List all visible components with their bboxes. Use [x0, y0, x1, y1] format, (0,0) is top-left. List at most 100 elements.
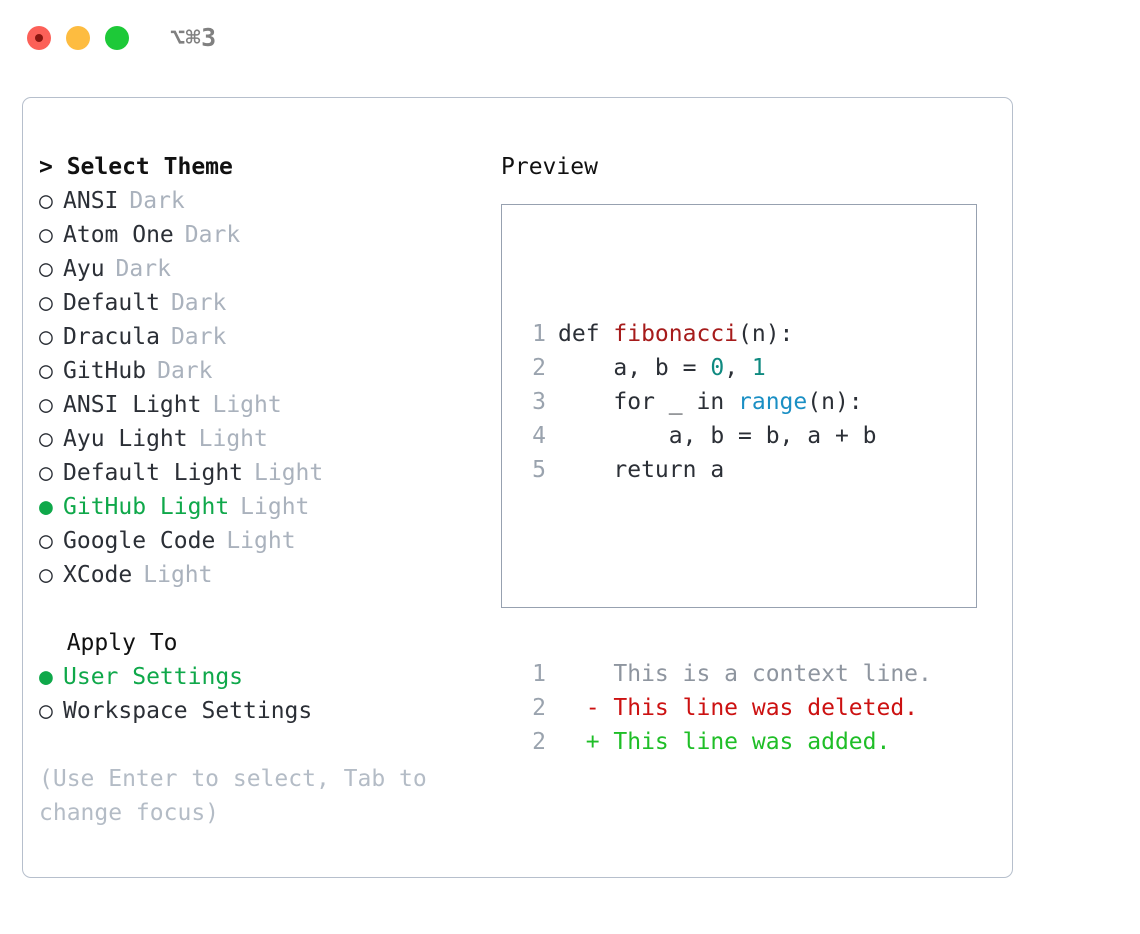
theme-option-xcode[interactable]: ○ XCode Light [39, 558, 479, 592]
code-line-text: a, b = 0, 1 [546, 351, 766, 385]
apply-to-header: Apply To [39, 630, 178, 656]
theme-option-label: ANSI [63, 188, 119, 214]
theme-variant-tag: Dark [170, 324, 227, 350]
radio-selected-icon: ● [39, 494, 53, 520]
radio-unselected-icon: ○ [39, 460, 53, 486]
theme-option-label: Dracula [63, 324, 160, 350]
line-number: 2 [532, 729, 546, 755]
apply-to-option-label: Workspace Settings [63, 698, 313, 724]
theme-option-label: XCode [63, 562, 133, 588]
theme-option-default-light[interactable]: ○ Default Light Light [39, 456, 479, 490]
radio-unselected-icon: ○ [39, 324, 53, 350]
select-theme-header: > Select Theme [39, 154, 233, 180]
theme-option-ayu[interactable]: ○ Ayu Dark [39, 252, 479, 286]
title-bar: ⌥⌘3 [0, 0, 1140, 76]
code-token-fn: fibonacci [613, 321, 739, 347]
code-line-text: for _ in range(n): [546, 385, 863, 419]
code-token-kw: def [558, 321, 614, 347]
code-token-plain: (n): [738, 321, 794, 347]
theme-variant-tag: Light [254, 460, 324, 486]
theme-variant-tag: Dark [157, 358, 213, 384]
theme-option-dracula[interactable]: ○ Dracula Dark [39, 320, 479, 354]
apply-to-option-user-settings[interactable]: ●User Settings [39, 660, 479, 694]
line-number: 5 [532, 457, 546, 483]
theme-variant-tag: Light [212, 392, 282, 418]
radio-unselected-icon: ○ [39, 528, 53, 554]
zoom-window-button[interactable] [105, 26, 129, 50]
line-number: 2 [532, 695, 546, 721]
line-number: 1 [532, 321, 546, 347]
theme-variant-tag: Light [226, 528, 296, 554]
radio-unselected-icon: ○ [39, 222, 53, 248]
diff-line-del: 2 - This line was deleted. [520, 691, 932, 725]
theme-variant-tag: Dark [184, 222, 241, 248]
theme-option-ansi[interactable]: ○ ANSI Dark [39, 184, 479, 218]
code-diff-spacer [520, 555, 932, 589]
diff-sample: 1 This is a context line.2 - This line w… [520, 657, 932, 759]
theme-variant-tag: Dark [129, 188, 185, 214]
theme-variant-tag: Dark [115, 256, 171, 282]
radio-unselected-icon: ○ [39, 188, 53, 214]
theme-option-github[interactable]: ○ GitHub Dark [39, 354, 479, 388]
diff-line-text: This is a context line. [558, 661, 932, 687]
theme-option-label: Atom One [63, 222, 174, 248]
code-line: 2 a, b = 0, 1 [520, 351, 932, 385]
code-token-num: 1 [751, 355, 766, 381]
line-number: 4 [532, 423, 546, 449]
list-spacer [39, 592, 479, 626]
code-token-call: range [738, 389, 808, 415]
code-line: 3 for _ in range(n): [520, 385, 932, 419]
radio-unselected-icon: ○ [39, 426, 53, 452]
theme-option-label: Default Light [63, 460, 244, 486]
diff-line-text: + This line was added. [558, 729, 891, 755]
code-token-plain: (n): [807, 389, 863, 415]
radio-unselected-icon: ○ [39, 358, 53, 384]
code-line-text: a, b = b, a + b [546, 419, 877, 453]
line-number: 2 [532, 355, 546, 381]
code-token-plain: , [724, 355, 752, 381]
theme-variant-tag: Dark [170, 290, 227, 316]
code-line: 5 return a [520, 453, 932, 487]
code-line: 4 a, b = b, a + b [520, 419, 932, 453]
theme-option-label: GitHub [63, 358, 147, 384]
theme-option-label: Ayu [63, 256, 105, 282]
apply-to-option-list[interactable]: ●User Settings ○ Workspace Settings [39, 660, 479, 728]
theme-variant-tag: Light [240, 494, 310, 520]
code-token-num: 0 [710, 355, 725, 381]
diff-line-ctx: 1 This is a context line. [520, 657, 932, 691]
radio-unselected-icon: ○ [39, 290, 53, 316]
line-number: 1 [532, 661, 546, 687]
preview-header: Preview [501, 154, 598, 180]
theme-option-default[interactable]: ○ Default Dark [39, 286, 479, 320]
diff-line-add: 2 + This line was added. [520, 725, 932, 759]
close-window-button[interactable] [27, 26, 51, 50]
diff-line-text: - This line was deleted. [558, 695, 919, 721]
radio-unselected-icon: ○ [39, 392, 53, 418]
theme-option-label: Ayu Light [63, 426, 188, 452]
code-token-kw: return a [558, 457, 725, 483]
traffic-lights [27, 26, 129, 50]
minimize-window-button[interactable] [66, 26, 90, 50]
hint-spacer [39, 728, 479, 762]
theme-option-label: Default [63, 290, 160, 316]
theme-variant-tag: Light [143, 562, 213, 588]
radio-unselected-icon: ○ [39, 562, 53, 588]
radio-unselected-icon: ○ [39, 256, 53, 282]
apply-to-option-workspace-settings[interactable]: ○ Workspace Settings [39, 694, 479, 728]
theme-option-label: Google Code [63, 528, 216, 554]
radio-unselected-icon: ○ [39, 698, 53, 724]
theme-option-google-code[interactable]: ○ Google Code Light [39, 524, 479, 558]
code-line: 1 def fibonacci(n): [520, 317, 932, 351]
radio-selected-icon: ● [39, 664, 53, 690]
theme-option-atom-one[interactable]: ○ Atom One Dark [39, 218, 479, 252]
